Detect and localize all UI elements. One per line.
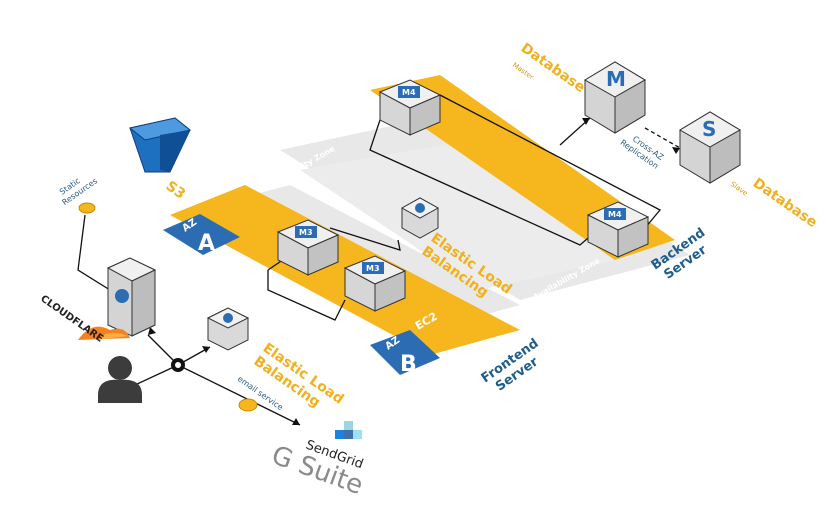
database-slave-icon[interactable]: S <box>679 111 741 184</box>
network-hub-icon <box>171 358 185 372</box>
cloudflare-server-icon[interactable] <box>106 257 157 337</box>
slave-label: Slave <box>729 180 749 198</box>
wire-m4-top-to-m4-right <box>439 94 662 229</box>
database-slave-label: Database <box>750 175 820 231</box>
master-label: Master <box>511 61 535 81</box>
arrow-head-db <box>582 118 590 125</box>
az-a-letter: A <box>198 231 215 256</box>
cloudflare-label: CLOUDFLARE <box>38 293 105 344</box>
server-m4-right[interactable]: M4 <box>586 201 650 258</box>
email-service-icon <box>238 398 258 412</box>
m3-right-label: M3 <box>366 264 380 273</box>
wire-hub-to-email <box>177 364 301 426</box>
wire-m3-loop <box>329 227 401 251</box>
server-m3-left[interactable]: M3 <box>276 219 340 276</box>
m4-right-label: M4 <box>608 210 622 219</box>
platform-center <box>300 140 640 290</box>
db-m-letter: M <box>606 67 626 91</box>
arrow-head-email <box>292 418 300 425</box>
server-m3-right[interactable]: M3 <box>343 255 407 312</box>
arrow-head-elb <box>202 346 210 353</box>
s3-bucket-icon[interactable] <box>128 117 192 173</box>
m3-left-label: M3 <box>299 228 313 237</box>
arrow-head-db-slave <box>672 147 680 154</box>
az-b-letter: B <box>400 352 417 377</box>
user-icon <box>98 356 142 403</box>
elb-upper-icon[interactable] <box>400 197 440 239</box>
database-master-label: Database <box>518 40 588 96</box>
az-a-badge: AZ A <box>163 214 240 256</box>
elb-lower-icon[interactable] <box>206 307 250 351</box>
s3-label: S3 <box>163 178 188 202</box>
db-s-letter: S <box>702 117 716 141</box>
az-b-badge: AZ B <box>370 330 440 377</box>
m4-top-label: M4 <box>402 88 416 97</box>
server-m4-top[interactable]: M4 <box>378 79 442 136</box>
wire-cloudflare-to-s3 <box>77 214 119 296</box>
arrow-head-cloudflare <box>148 327 156 335</box>
wire-elb-to-m3 <box>267 270 346 321</box>
wire-user-to-cloudflare <box>147 334 179 366</box>
database-master-icon[interactable]: M <box>584 61 646 134</box>
static-resources-icon <box>78 202 96 214</box>
